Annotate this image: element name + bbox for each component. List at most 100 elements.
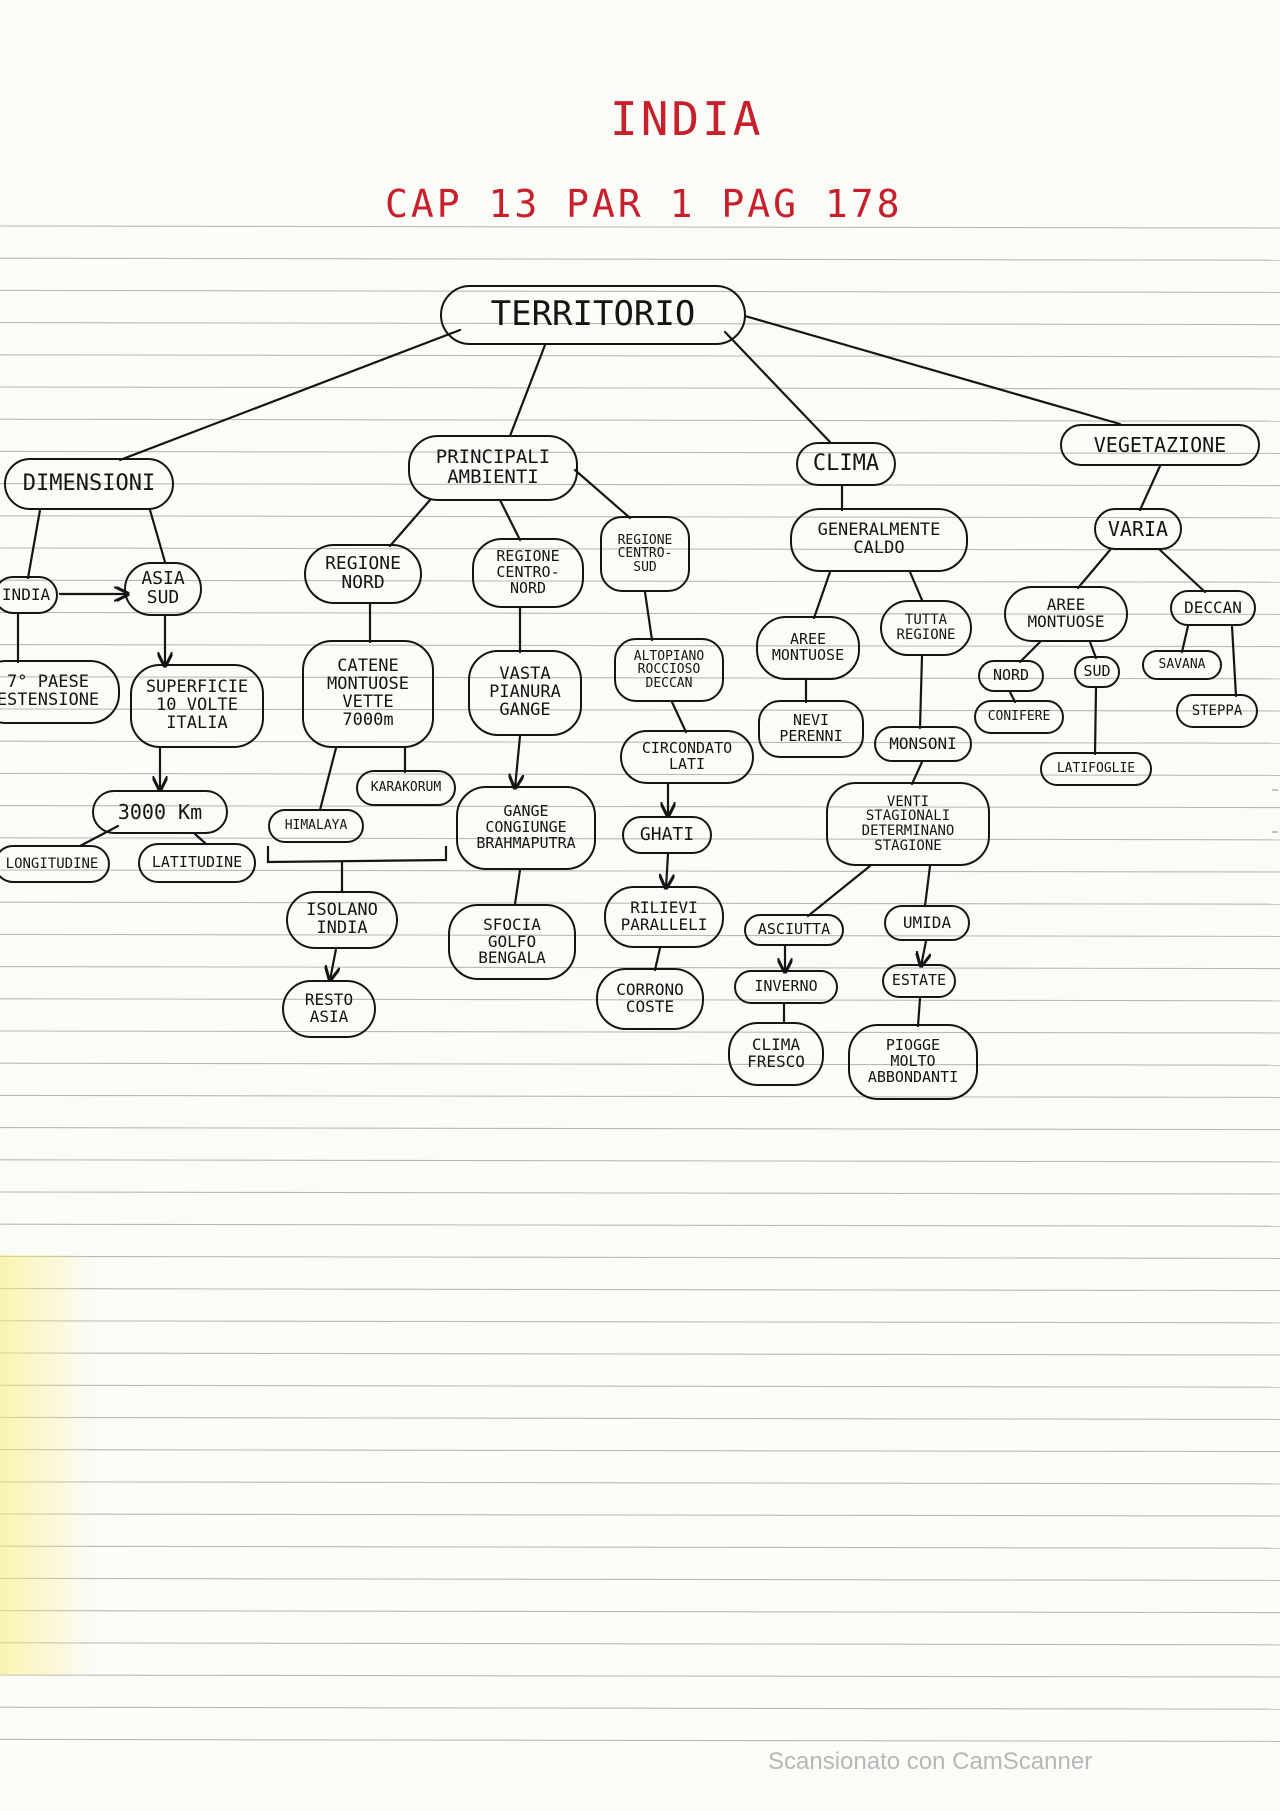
- node-deccan: DECCAN: [1170, 590, 1256, 626]
- concept-connector: [1230, 624, 1238, 698]
- node-vasta-pianura: VASTA PIANURA GANGE: [468, 650, 582, 736]
- concept-connector: [1093, 686, 1098, 756]
- ruled-line: [0, 257, 1280, 261]
- node-varia: VARIA: [1094, 508, 1182, 550]
- node-aree-montuose-veg: AREE MONTUOSE: [1004, 586, 1128, 642]
- ruled-line: [0, 386, 1280, 390]
- ruled-line: [0, 289, 1280, 293]
- concept-connector: [318, 746, 338, 812]
- ruled-line: [0, 322, 1280, 326]
- ruled-line: [0, 1127, 1280, 1131]
- ruled-line: [0, 966, 1280, 970]
- ruled-line: [0, 611, 1280, 615]
- concept-connector: [573, 468, 632, 520]
- ruled-line: [0, 1159, 1280, 1163]
- ruled-line: [0, 1030, 1280, 1034]
- ruled-line: [0, 225, 1280, 229]
- concept-connector: [26, 508, 42, 580]
- ruled-line: [0, 644, 1280, 648]
- node-regione-centro-nord: REGIONE CENTRO- NORD: [472, 538, 584, 608]
- node-nord: NORD: [978, 660, 1044, 692]
- concept-connector: [148, 508, 167, 564]
- ruled-line: [0, 1352, 1280, 1356]
- concept-connector: [653, 946, 662, 972]
- concept-connector: [806, 864, 872, 918]
- concept-connector: [118, 328, 462, 462]
- ruled-line: [0, 1288, 1280, 1292]
- highlighter-stain: [0, 1255, 95, 1675]
- concept-connector: [1088, 640, 1098, 660]
- concept-connector: [388, 498, 432, 548]
- concept-connector: [643, 590, 654, 642]
- ruled-line: [0, 901, 1280, 905]
- node-vegetazione: VEGETAZIONE: [1060, 424, 1260, 466]
- concept-connector: [670, 700, 688, 734]
- node-inverno: INVERNO: [734, 970, 838, 1004]
- node-isolano-india: ISOLANO INDIA: [286, 891, 398, 949]
- ruled-line: [0, 1094, 1280, 1098]
- node-conifere: CONIFERE: [974, 700, 1064, 734]
- node-karakorum: KARAKORUM: [356, 770, 456, 806]
- ruled-line: [0, 869, 1280, 873]
- ruled-line: [0, 1449, 1280, 1453]
- chapter-reference: CAP 13 PAR 1 PAG 178: [385, 182, 903, 226]
- concept-connector: [1158, 548, 1207, 594]
- concept-connector: [330, 948, 336, 980]
- ruled-line: [0, 354, 1280, 358]
- concept-connector: [1180, 624, 1190, 654]
- ruled-line: [0, 676, 1280, 680]
- node-piogge-abbondanti: PIOGGE MOLTO ABBONDANTI: [848, 1024, 978, 1100]
- node-umida: UMIDA: [884, 905, 970, 941]
- ruled-line: [0, 1577, 1280, 1581]
- node-asciutta: ASCIUTTA: [744, 914, 844, 946]
- node-nevi-perenni: NEVI PERENNI: [758, 700, 864, 758]
- node-clima: CLIMA: [796, 442, 896, 486]
- node-india: INDIA: [0, 576, 58, 614]
- node-3000-km: 3000 Km: [92, 790, 228, 834]
- ruled-line: [0, 418, 1280, 422]
- ruled-line: [0, 579, 1280, 583]
- ruled-line: [0, 1320, 1280, 1324]
- node-longitudine: LONGITUDINE: [0, 845, 110, 883]
- concept-connector: [812, 570, 832, 620]
- ruled-line: [0, 1062, 1280, 1066]
- node-corrono-coste: CORRONO COSTE: [596, 968, 704, 1030]
- node-superficie: SUPERFICIE 10 VOLTE ITALIA: [130, 664, 264, 748]
- node-regione-centro-sud: REGIONE CENTRO- SUD: [600, 516, 690, 592]
- node-ghati: GHATI: [622, 816, 712, 854]
- node-territorio: TERRITORIO: [440, 285, 746, 345]
- node-circondato-lati: CIRCONDATO LATI: [620, 730, 754, 784]
- node-principali-ambienti: PRINCIPALI AMBIENTI: [408, 435, 578, 501]
- node-gange-congiunge: GANGE CONGIUNGE BRAHMAPUTRA: [456, 786, 596, 870]
- ruled-line: [0, 708, 1280, 712]
- concept-connector: [193, 832, 207, 845]
- node-regione-nord: REGIONE NORD: [304, 544, 422, 604]
- ruled-line: [0, 1738, 1280, 1742]
- node-rilievi-paralleli: RILIEVI PARALLELI: [604, 886, 724, 948]
- concept-connector: [921, 939, 926, 966]
- ruled-line: [0, 1191, 1280, 1195]
- concept-connector: [908, 570, 924, 602]
- node-generalmente-caldo: GENERALMENTE CALDO: [790, 508, 968, 572]
- concept-connector: [916, 996, 922, 1028]
- ruled-line: [0, 1384, 1280, 1388]
- node-himalaya: HIMALAYA: [268, 809, 364, 843]
- ruled-line: [0, 1642, 1280, 1646]
- concept-connector: [910, 760, 924, 786]
- node-asia-sud: ASIA SUD: [124, 562, 202, 616]
- node-venti-stagionali: VENTI STAGIONALI DETERMINANO STAGIONE: [826, 782, 990, 866]
- node-monsoni: MONSONI: [874, 726, 972, 762]
- page-title: INDIA: [610, 92, 764, 146]
- ruled-line: [0, 1255, 1280, 1259]
- concept-connector: [1076, 548, 1112, 590]
- node-altopiano-deccan: ALTOPIANO ROCCIOSO DECCAN: [614, 638, 724, 702]
- concept-connector: [723, 330, 832, 444]
- concept-connector: [513, 868, 522, 906]
- concept-connector: [515, 734, 520, 788]
- ruled-line: [0, 933, 1280, 937]
- ruled-line: [0, 1706, 1280, 1710]
- ruled-line: [0, 1416, 1280, 1420]
